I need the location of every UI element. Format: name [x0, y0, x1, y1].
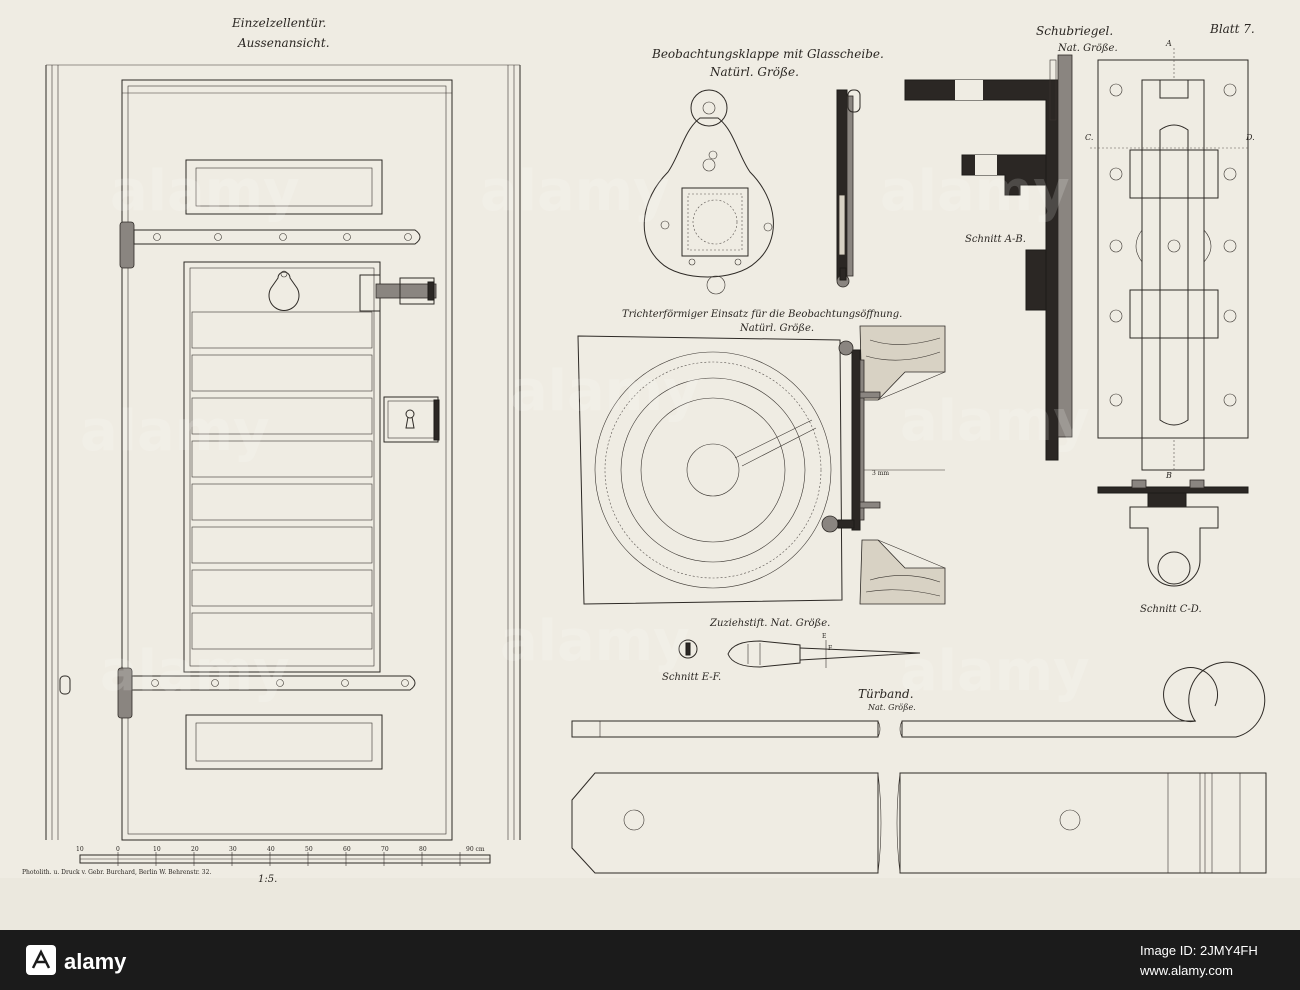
scale-tick-7: 60: [343, 846, 351, 853]
pin-marker-e: E: [822, 633, 826, 640]
flap-title-line2: Natürl. Größe.: [709, 65, 799, 79]
paper-lower-edge: [0, 878, 1300, 930]
scale-tick-1: 0: [116, 846, 120, 853]
bolt-plan-plate: [1097, 59, 1249, 439]
funnel-title-line2: Natürl. Größe.: [739, 323, 814, 334]
scale-tick-3: 20: [191, 846, 199, 853]
scale-tick-10: 90 cm: [466, 846, 485, 853]
stock-site: www.alamy.com: [1139, 963, 1233, 978]
funnel-dimension-note: 3 mm: [872, 470, 889, 477]
bolt-marker-d: D.: [1245, 133, 1255, 142]
scale-tick-0: 10: [76, 846, 84, 853]
bolt-marker-a: A: [1165, 39, 1172, 48]
scale-tick-4: 30: [229, 846, 237, 853]
door-elevation: Einzelzellentür. Aussenansicht.: [22, 16, 521, 885]
pin-section-ef-label: Schnitt E-F.: [662, 672, 721, 683]
watermark-5: alamy: [510, 359, 700, 424]
funnel-title-line1: Trichterförmiger Einsatz für die Beobach…: [622, 309, 902, 320]
stock-banner-bg: [0, 930, 1300, 990]
bolt-marker-b: B: [1165, 471, 1172, 480]
sliding-bolt: Schubriegel. Nat. Größe. Schnitt A-B. A …: [904, 24, 1255, 615]
watermark-9: alamy: [900, 639, 1090, 704]
flap-title-line1: Beobachtungsklappe mit Glasscheibe.: [651, 47, 884, 61]
bolt-title-line1: Schubriegel.: [1036, 24, 1113, 38]
pin-handle: [727, 640, 801, 668]
watermark-layer: alamy alamy alamy alamy alamy alamy alam…: [80, 159, 1090, 704]
bolt-section-cd-label: Schnitt C-D.: [1140, 604, 1202, 615]
pin-marker-f: F: [828, 645, 832, 652]
bolt-section-ab-lower-arm: [961, 154, 1047, 311]
bolt-section-ab-label: Schnitt A-B.: [965, 234, 1026, 245]
pin-shaft: [799, 647, 921, 661]
door-scale-ratio: 1:5.: [258, 874, 277, 885]
lower-hinge-knuckle: [117, 667, 133, 719]
scale-tick-8: 70: [381, 846, 389, 853]
closing-pin: Zuziehstift. Nat. Größe. Schnitt E-F. E …: [662, 618, 921, 683]
upper-hinge-strap: [133, 229, 421, 245]
hinge-edge-right: [901, 661, 1266, 738]
pin-section-ef: [678, 639, 698, 659]
stock-banner: alamy Image ID: 2JMY4FH www.alamy.com: [0, 930, 1300, 990]
observation-flap: Beobachtungsklappe mit Glasscheibe. Natü…: [643, 47, 884, 295]
door-hinge: Türband. Nat. Größe.: [571, 661, 1267, 874]
door-title-line2: Aussenansicht.: [237, 36, 330, 50]
bolt-section-cd-staple: [1129, 506, 1219, 587]
bolt-title-line2: Nat. Größe.: [1057, 43, 1118, 54]
bolt-marker-c: C.: [1085, 133, 1093, 142]
paper: [0, 0, 1300, 930]
hinge-title-line1: Türband.: [858, 687, 914, 701]
watermark-8: alamy: [500, 609, 690, 674]
watermark-6: alamy: [900, 389, 1090, 454]
scale-tick-6: 50: [305, 846, 313, 853]
printer-credit: Photolith. u. Druck v. Gebr. Burchard, B…: [22, 869, 211, 876]
watermark-1: alamy: [110, 159, 300, 224]
funnel-section-plate: [851, 349, 861, 531]
hinge-edge-left: [571, 720, 879, 738]
stock-image-id: Image ID: 2JMY4FH: [1140, 943, 1258, 958]
lower-hinge-strap: [131, 675, 416, 691]
watermark-2: alamy: [480, 159, 670, 224]
watermark-3: alamy: [880, 159, 1070, 224]
scale-tick-9: 80: [419, 846, 427, 853]
door-title-line1: Einzelzellentür.: [231, 16, 326, 30]
plate-number: Blatt 7.: [1209, 22, 1255, 36]
hinge-title-line2: Nat. Größe.: [867, 703, 916, 712]
funnel-face: [577, 335, 843, 605]
bolt-section-cd-bar: [1097, 486, 1249, 494]
hinge-plan-right: [899, 772, 1267, 874]
pin-title: Zuziehstift. Nat. Größe.: [709, 618, 830, 629]
upper-hinge-knuckle: [119, 221, 135, 269]
watermark-7: alamy: [100, 639, 290, 704]
scale-tick-5: 40: [267, 846, 275, 853]
watermark-4: alamy: [80, 399, 270, 464]
funnel-insert: Trichterförmiger Einsatz für die Beobach…: [577, 309, 946, 605]
scale-tick-2: 10: [153, 846, 161, 853]
stock-banner-text: alamy: [64, 949, 127, 974]
door-peephole-flap: [268, 271, 300, 311]
